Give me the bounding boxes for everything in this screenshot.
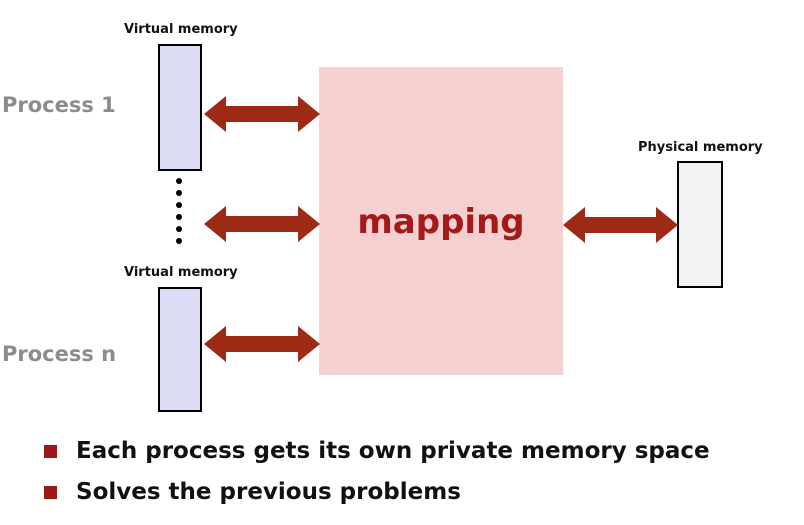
bullet-square-icon xyxy=(44,444,57,458)
physical-memory-box xyxy=(677,161,723,288)
double-arrow-middle xyxy=(204,206,320,242)
virtual-memory-label-top: Virtual memory xyxy=(124,22,238,37)
ellipsis-dot xyxy=(176,214,182,220)
virtual-memory-box-process-1 xyxy=(158,44,202,171)
ellipsis-dot xyxy=(176,226,182,232)
bullet-item: Each process gets its own private memory… xyxy=(44,438,710,464)
bullet-text: Solves the previous problems xyxy=(76,479,461,505)
physical-memory-label: Physical memory xyxy=(638,140,763,155)
process-n-label: Process n xyxy=(2,342,117,366)
mapping-box: mapping xyxy=(319,67,563,375)
double-arrow-physical-memory xyxy=(563,207,678,243)
ellipsis-dot xyxy=(176,202,182,208)
process-1-label: Process 1 xyxy=(2,93,116,117)
double-arrow-process-1 xyxy=(204,96,320,132)
ellipsis-dot xyxy=(176,238,182,244)
mapping-label: mapping xyxy=(357,202,525,242)
bullet-item: Solves the previous problems xyxy=(44,479,461,505)
ellipsis-dot xyxy=(176,178,182,184)
bullet-square-icon xyxy=(44,485,57,499)
virtual-memory-label-bottom: Virtual memory xyxy=(124,265,238,280)
ellipsis-dot xyxy=(176,190,182,196)
bullet-text: Each process gets its own private memory… xyxy=(76,438,710,464)
double-arrow-process-n xyxy=(204,326,320,362)
virtual-memory-box-process-n xyxy=(158,287,202,412)
